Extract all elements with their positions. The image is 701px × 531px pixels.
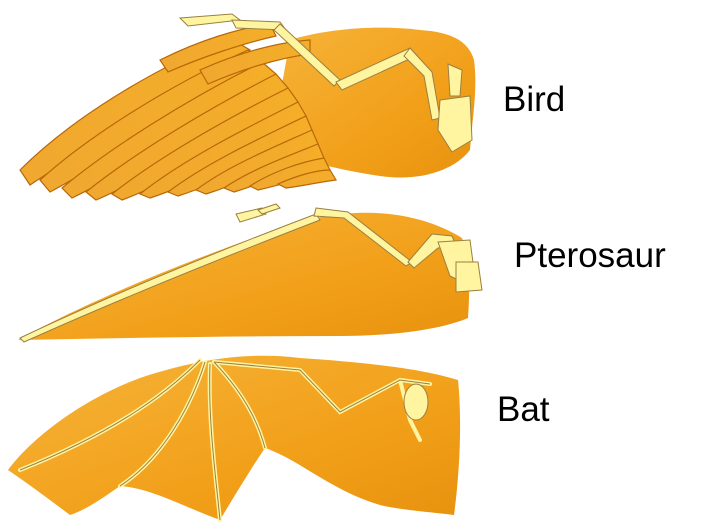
bird-feathers xyxy=(20,24,336,200)
pterosaur-wing-icon xyxy=(18,204,482,342)
bat-membrane xyxy=(8,356,460,520)
bat-shoulder xyxy=(404,384,428,420)
label-pterosaur: Pterosaur xyxy=(514,238,666,273)
label-bird: Bird xyxy=(503,82,565,117)
label-bat: Bat xyxy=(497,392,550,427)
pterosaur-membrane xyxy=(18,213,469,340)
bat-wing-icon xyxy=(8,356,460,520)
bird-wing-icon xyxy=(20,14,475,200)
